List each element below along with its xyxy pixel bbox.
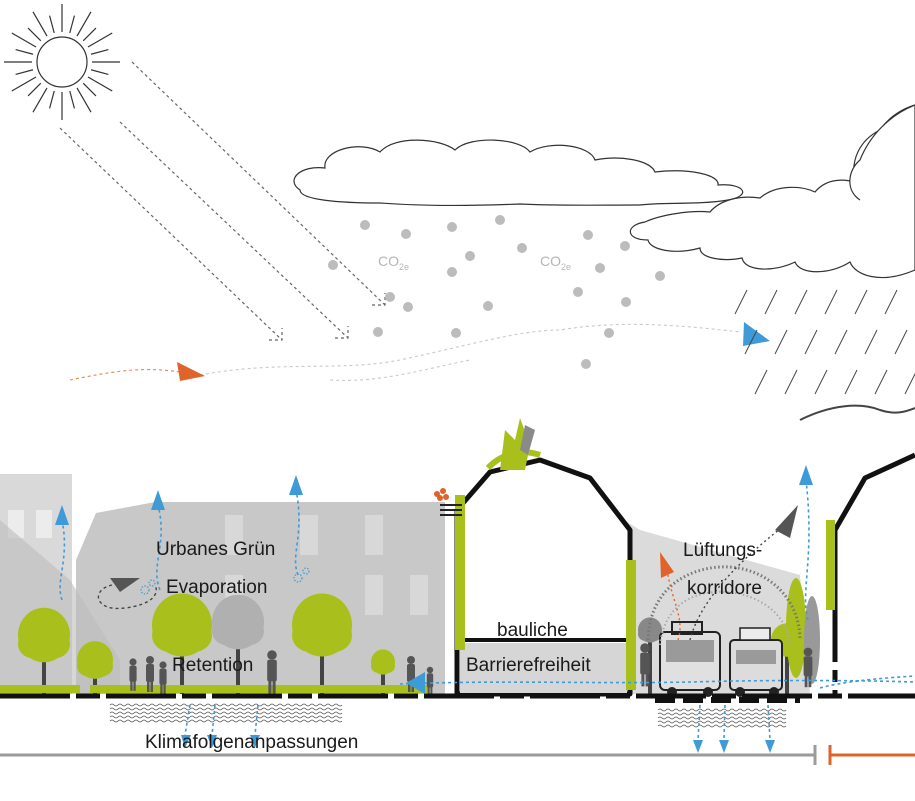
air-arrow-dark	[775, 505, 798, 538]
wind-arrow-blue	[743, 322, 770, 346]
label-retention: Retention	[172, 655, 254, 676]
air-arrow-orange	[660, 552, 674, 578]
evaporation-arrows	[59, 479, 810, 741]
co2-particles	[328, 215, 665, 369]
hill-silhouette	[799, 404, 915, 421]
ventilation-arc	[646, 565, 802, 641]
bus-icon	[659, 621, 721, 697]
wind-arrow-orange	[177, 362, 205, 381]
right-building	[826, 452, 915, 694]
label-barrierefreiheit: Barrierefreiheit	[466, 655, 591, 676]
co2-label: CO2e	[540, 253, 572, 272]
timeline	[0, 745, 915, 765]
ground-line	[0, 650, 915, 703]
rain-icon	[734, 289, 915, 395]
water-arrow	[406, 672, 425, 694]
evaporation-loop	[97, 584, 157, 610]
label-evaporation: Evaporation	[166, 577, 268, 598]
main-building	[434, 418, 636, 697]
cloud-icon	[293, 139, 744, 206]
label-lueftungs: Lüftungs-	[683, 540, 763, 561]
co2-label: CO2e	[378, 253, 410, 272]
water-flow-line	[399, 679, 915, 685]
sun-icon	[4, 4, 120, 120]
label-urbanes-gruen: Urbanes Grün	[156, 539, 276, 560]
label-klimafolgenanpassungen: Klimafolgenanpassungen	[145, 732, 359, 753]
truck-icon	[729, 627, 783, 697]
balcony-railing	[440, 504, 462, 516]
label-bauliche: bauliche	[497, 620, 568, 641]
grass-strip	[0, 685, 430, 693]
person-icon	[129, 643, 813, 696]
wind-flow-line	[69, 369, 181, 381]
groundwater-waves	[109, 703, 787, 728]
flower-icon	[434, 488, 449, 501]
label-korridore: korridore	[687, 578, 762, 599]
